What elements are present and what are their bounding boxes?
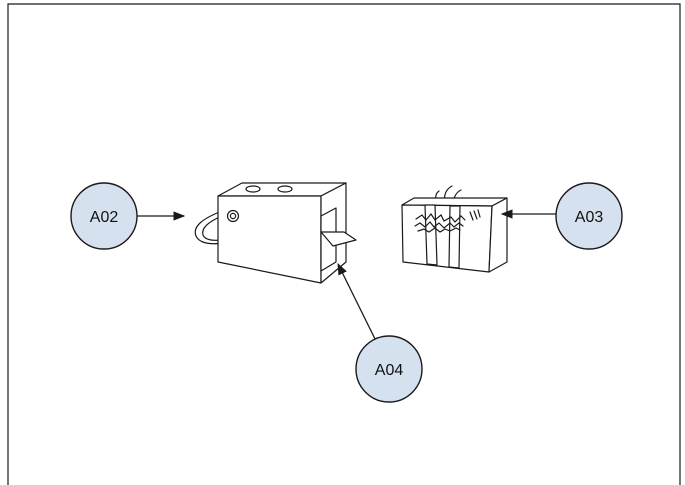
- wire-bundle: [414, 209, 481, 233]
- lever-paddle: [320, 231, 357, 247]
- callout-a03-label: A03: [575, 209, 604, 226]
- top-hole-right: [277, 185, 293, 193]
- cable-inner: [202, 215, 223, 241]
- block-front-face: [401, 204, 493, 273]
- cable: [194, 210, 223, 245]
- wrap-band-left: [424, 204, 438, 266]
- callout-a02: A02: [70, 182, 138, 250]
- screw-terminal-inner: [229, 212, 237, 220]
- top-hole-left: [245, 185, 261, 193]
- callout-a03: A03: [555, 182, 623, 250]
- callout-a04-label: A04: [375, 362, 404, 379]
- wrapped-block-part: [401, 185, 508, 273]
- block-side-face: [488, 197, 508, 273]
- callout-a02-label: A02: [90, 209, 119, 226]
- callout-a04: A04: [355, 335, 423, 403]
- rocker-lever-part: [320, 207, 357, 272]
- housing-front-face: [217, 195, 322, 284]
- diagram-frame: [7, 3, 681, 485]
- wrap-band-right: [448, 205, 461, 269]
- leader-a04: [337, 262, 379, 346]
